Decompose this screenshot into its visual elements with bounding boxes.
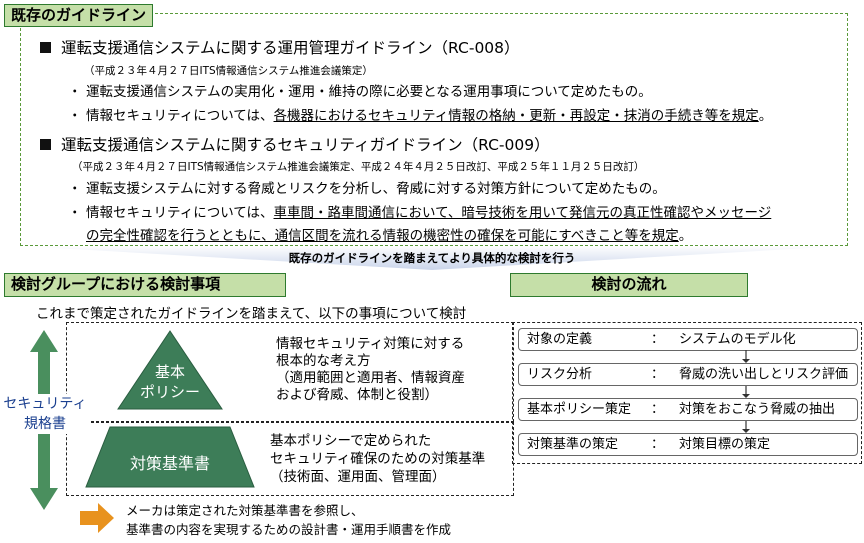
down-chevron-icon	[20, 246, 844, 270]
study-flow-tag: 検討の流れ	[510, 273, 748, 297]
standard-frame	[66, 422, 514, 496]
guideline-rc009-bullet-2: ・情報セキュリティについては、車車間・路車間通信において、暗号技術を用いて発信元…	[68, 205, 772, 221]
orange-arrow-icon	[80, 503, 114, 533]
arrow-down-icon	[742, 359, 750, 363]
guideline-rc008-note: （平成２３年４月２７日ITS情報通信システム推進会議策定）	[84, 65, 373, 77]
existing-guidelines-tag: 既存のガイドライン	[4, 4, 154, 27]
flow-frame	[512, 322, 862, 464]
banner-text: 既存のガイドラインを踏まえてより具体的な検討を行う	[288, 251, 576, 265]
standard-label: 対策基準書	[129, 454, 210, 473]
pyramid-graphic	[85, 330, 255, 488]
arrow-down-icon	[742, 394, 750, 398]
study-items-tag: 検討グループにおける検討事項	[4, 273, 286, 297]
flow-step-standard: 対策基準の策定 ： 対策目標の策定	[518, 433, 858, 456]
guideline-rc009-bullet-2-cont: の完全性確認を行うとともに、通信区間を流れる情報の機密性の確保を可能にすべきこと…	[86, 228, 693, 244]
pyramid-top-shape	[117, 330, 223, 410]
basic-policy-label: 基本 ポリシー	[139, 363, 200, 401]
maker-note: メーカは策定された対策基準書を参照し、 基準書の内容を実現するための設計書・運用…	[126, 503, 452, 537]
existing-guidelines-frame	[20, 13, 848, 246]
security-spec-label: セキュリティ 規格書	[0, 394, 90, 434]
flow-step-basic-policy: 基本ポリシー策定 ： 対策をおこなう脅威の抽出	[518, 398, 858, 421]
flow-step-risk-analysis: リスク分析 ： 脅威の洗い出しとリスク評価	[518, 363, 858, 386]
guideline-rc009-title: 運転支援通信システムに関するセキュリティガイドライン（RC-009）	[40, 133, 550, 155]
guideline-rc009-note: （平成２３年４月２７日ITS情報通信システム推進会議策定、平成２４年４月２５日改…	[72, 161, 645, 173]
banner-arrow-graphic	[20, 246, 844, 270]
square-bullet-icon	[40, 139, 51, 150]
study-intro: これまで策定されたガイドラインを踏まえて、以下の事項について検討	[36, 306, 467, 322]
policy-description: 情報セキュリティ対策に対する 根本的な考え方 （適用範囲と適用者、情報資産 およ…	[276, 336, 465, 403]
arrow-down-icon	[742, 429, 750, 433]
guideline-rc008-bullet-2: ・情報セキュリティについては、各機器におけるセキュリティ情報の格納・更新・再設定…	[68, 108, 773, 124]
square-bullet-icon	[40, 42, 51, 53]
standard-description: 基本ポリシーで定められた セキュリティ確保のための対策基準 （技術面、運用面、管…	[270, 433, 486, 485]
guideline-rc008-title: 運転支援通信システムに関する運用管理ガイドライン（RC-008）	[40, 36, 520, 58]
policy-frame	[66, 322, 514, 422]
guideline-rc009-bullet-1: ・運転支援システムに対する脅威とリスクを分析し、脅威に対する対策方針について定め…	[68, 181, 666, 197]
flow-step-target-definition: 対象の定義 ： システムのモデル化	[518, 328, 858, 351]
flow-connectors	[742, 350, 750, 433]
guideline-rc008-bullet-1: ・運転支援通信システムの実用化・運用・維持の際に必要となる運用事項について定めた…	[68, 84, 652, 100]
pyramid-base-shape	[85, 426, 255, 488]
